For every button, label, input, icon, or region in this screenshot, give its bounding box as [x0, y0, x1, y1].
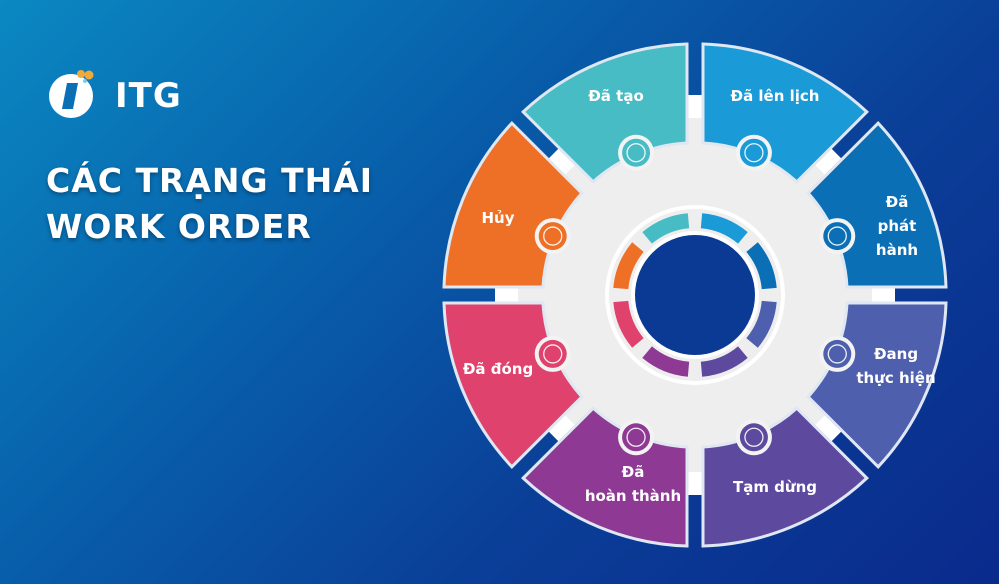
inner-arc-scheduled — [700, 213, 748, 244]
title-line-2: WORK ORDER — [46, 207, 312, 246]
status-marker-icon — [819, 335, 856, 372]
inner-arc-created — [642, 213, 690, 244]
center-circle — [635, 235, 755, 355]
status-label-on-hold: Tạm dừng — [732, 478, 818, 496]
inner-arc-closed — [613, 300, 644, 348]
status-marker-icon — [735, 419, 772, 456]
status-label-scheduled: Đã lên lịch — [730, 87, 820, 105]
inner-arc-completed — [642, 346, 690, 377]
inner-arc-in-progress — [746, 300, 777, 348]
itg-logo-icon — [45, 68, 107, 120]
inner-arc-cancelled — [613, 242, 644, 290]
page-title: CÁC TRẠNG THÁI WORK ORDER — [46, 158, 373, 250]
inner-arc-on-hold — [700, 346, 748, 377]
status-label-closed: Đã đóng — [462, 360, 534, 378]
status-marker-icon — [534, 335, 571, 372]
status-marker-icon — [618, 134, 655, 171]
brand-name: ITG — [115, 76, 182, 116]
status-marker-icon — [534, 218, 571, 255]
inner-arc-released — [746, 242, 777, 290]
status-marker-icon — [735, 134, 772, 171]
brand-logo: ITG — [45, 68, 182, 120]
title-line-1: CÁC TRẠNG THÁI — [46, 161, 374, 200]
status-marker-icon — [618, 419, 655, 456]
status-label-cancelled: Hủy — [481, 209, 515, 227]
status-marker-icon — [819, 218, 856, 255]
status-label-created: Đã tạo — [588, 87, 644, 105]
